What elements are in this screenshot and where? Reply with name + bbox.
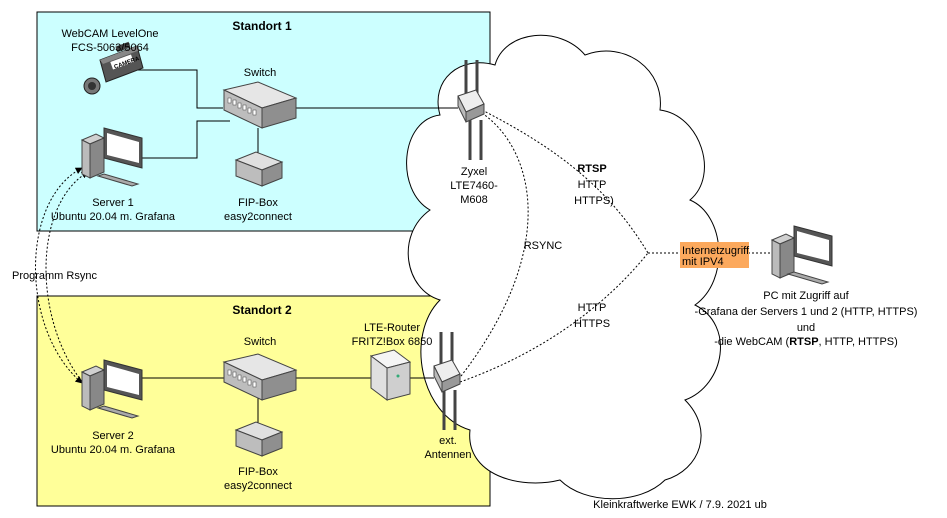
server1-label-1: Server 1 — [92, 197, 134, 209]
antenna-label-1: ext. — [439, 435, 457, 447]
webcam-icon: CAMERA — [83, 41, 144, 95]
pc-label-4: -die WebCAM (RTSP, HTTP, HTTPS) — [714, 336, 898, 348]
protocol-lower-http-label: HTTP — [578, 302, 607, 314]
server2-label-1: Server 2 — [92, 430, 134, 442]
antenna-pc-link — [459, 252, 649, 383]
protocol-lower-https-label: HTTPS — [574, 318, 610, 330]
fip1-label-1: FIP-Box — [238, 197, 278, 209]
footer-credit: Kleinkraftwerke EWK / 7.9. 2021 ub — [593, 499, 767, 511]
protocol-rtsp-label: RTSP — [577, 163, 606, 175]
rsync-arrow-2 — [45, 171, 89, 390]
switch1-icon — [222, 81, 298, 129]
server1-icon — [80, 127, 143, 187]
webcam-switch-line — [137, 69, 223, 109]
standort2-box — [36, 295, 491, 507]
protocol-https-label: HTTPS) — [574, 195, 614, 207]
pc-label-2: -Grafana der Servers 1 und 2 (HTTP, HTTP… — [695, 306, 918, 318]
antenna-icon — [433, 332, 461, 430]
rsync-program-label: Programm Rsync — [12, 270, 97, 282]
server1-label-2: Ubuntu 20.04 m. Grafana — [51, 211, 176, 223]
protocol-rsync-label: RSYNC — [524, 240, 563, 252]
pc-label-4-bold: RTSP — [789, 336, 818, 348]
server2-label-2: Ubuntu 20.04 m. Grafana — [51, 444, 176, 456]
router-label-1: LTE-Router — [364, 322, 420, 334]
pc-label-4-suffix: , HTTP, HTTPS) — [819, 336, 898, 348]
server1-switch-line — [142, 120, 230, 159]
standort1-title: Standort 1 — [232, 19, 292, 33]
antenna-label-2: Antennen — [424, 449, 471, 461]
switch1-label: Switch — [244, 67, 276, 79]
zyxel-label-1: Zyxel — [461, 166, 487, 178]
standort2-title: Standort 2 — [232, 303, 292, 317]
fip1-label-2: easy2connect — [224, 211, 292, 223]
fip2-label-1: FIP-Box — [238, 466, 278, 478]
webcam-label-2: FCS-5063/5064 — [71, 42, 149, 54]
webcam-label-1: WebCAM LevelOne — [61, 28, 158, 40]
zyxel-rsync-link — [457, 112, 529, 381]
lte-router-icon — [369, 349, 412, 401]
router-label-2: FRITZ!Box 6850 — [352, 336, 433, 348]
server2-icon — [80, 359, 143, 419]
switch2-label: Switch — [244, 336, 276, 348]
zyxel-label-2: LTE7460- — [450, 180, 498, 192]
internet-label-1: Internetzugriff — [682, 245, 750, 257]
internet-cloud — [406, 34, 721, 500]
pc-label-3: und — [797, 322, 815, 334]
zyxel-label-3: M608 — [460, 194, 488, 206]
pc-label-4-prefix: -die WebCAM ( — [714, 336, 789, 348]
pc-label-1: PC mit Zugriff auf — [763, 290, 849, 302]
pc-icon — [770, 225, 833, 285]
fip-box2-icon — [234, 421, 284, 457]
zyxel-pc-link — [481, 109, 649, 254]
fip-box1-icon — [234, 151, 284, 187]
switch2-icon — [222, 353, 298, 401]
zyxel-icon — [457, 60, 485, 160]
fip2-label-2: easy2connect — [224, 480, 292, 492]
protocol-http-label: HTTP — [578, 179, 607, 191]
internet-badge — [680, 242, 749, 268]
internet-label-2: mit IPV4 — [682, 256, 724, 268]
